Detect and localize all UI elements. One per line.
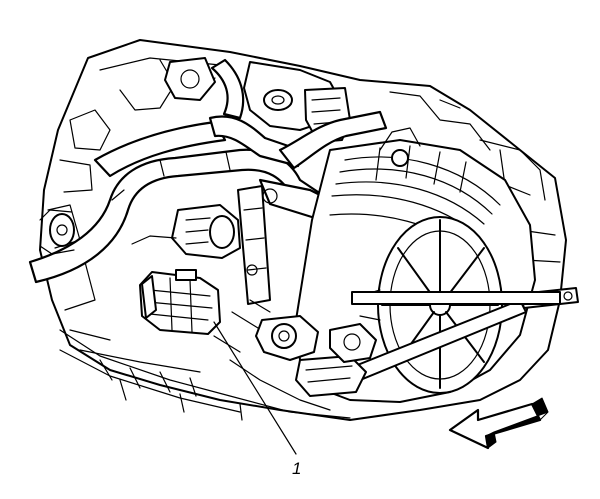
callout-label-1: 1 bbox=[292, 459, 301, 478]
coolant-hoses bbox=[28, 58, 388, 284]
sensor-connector bbox=[139, 269, 221, 335]
forward-direction-arrow-icon bbox=[448, 397, 549, 450]
left-fittings bbox=[39, 209, 75, 255]
callout-leader-line bbox=[213, 321, 297, 455]
support-rod bbox=[319, 287, 579, 395]
upper-intake-components bbox=[164, 57, 351, 143]
bracket-pipe bbox=[237, 185, 278, 305]
oil-pan bbox=[59, 329, 351, 421]
mounted-actuator bbox=[131, 204, 241, 259]
callout-1: 1 bbox=[213, 321, 301, 478]
lower-linkage bbox=[213, 299, 377, 411]
